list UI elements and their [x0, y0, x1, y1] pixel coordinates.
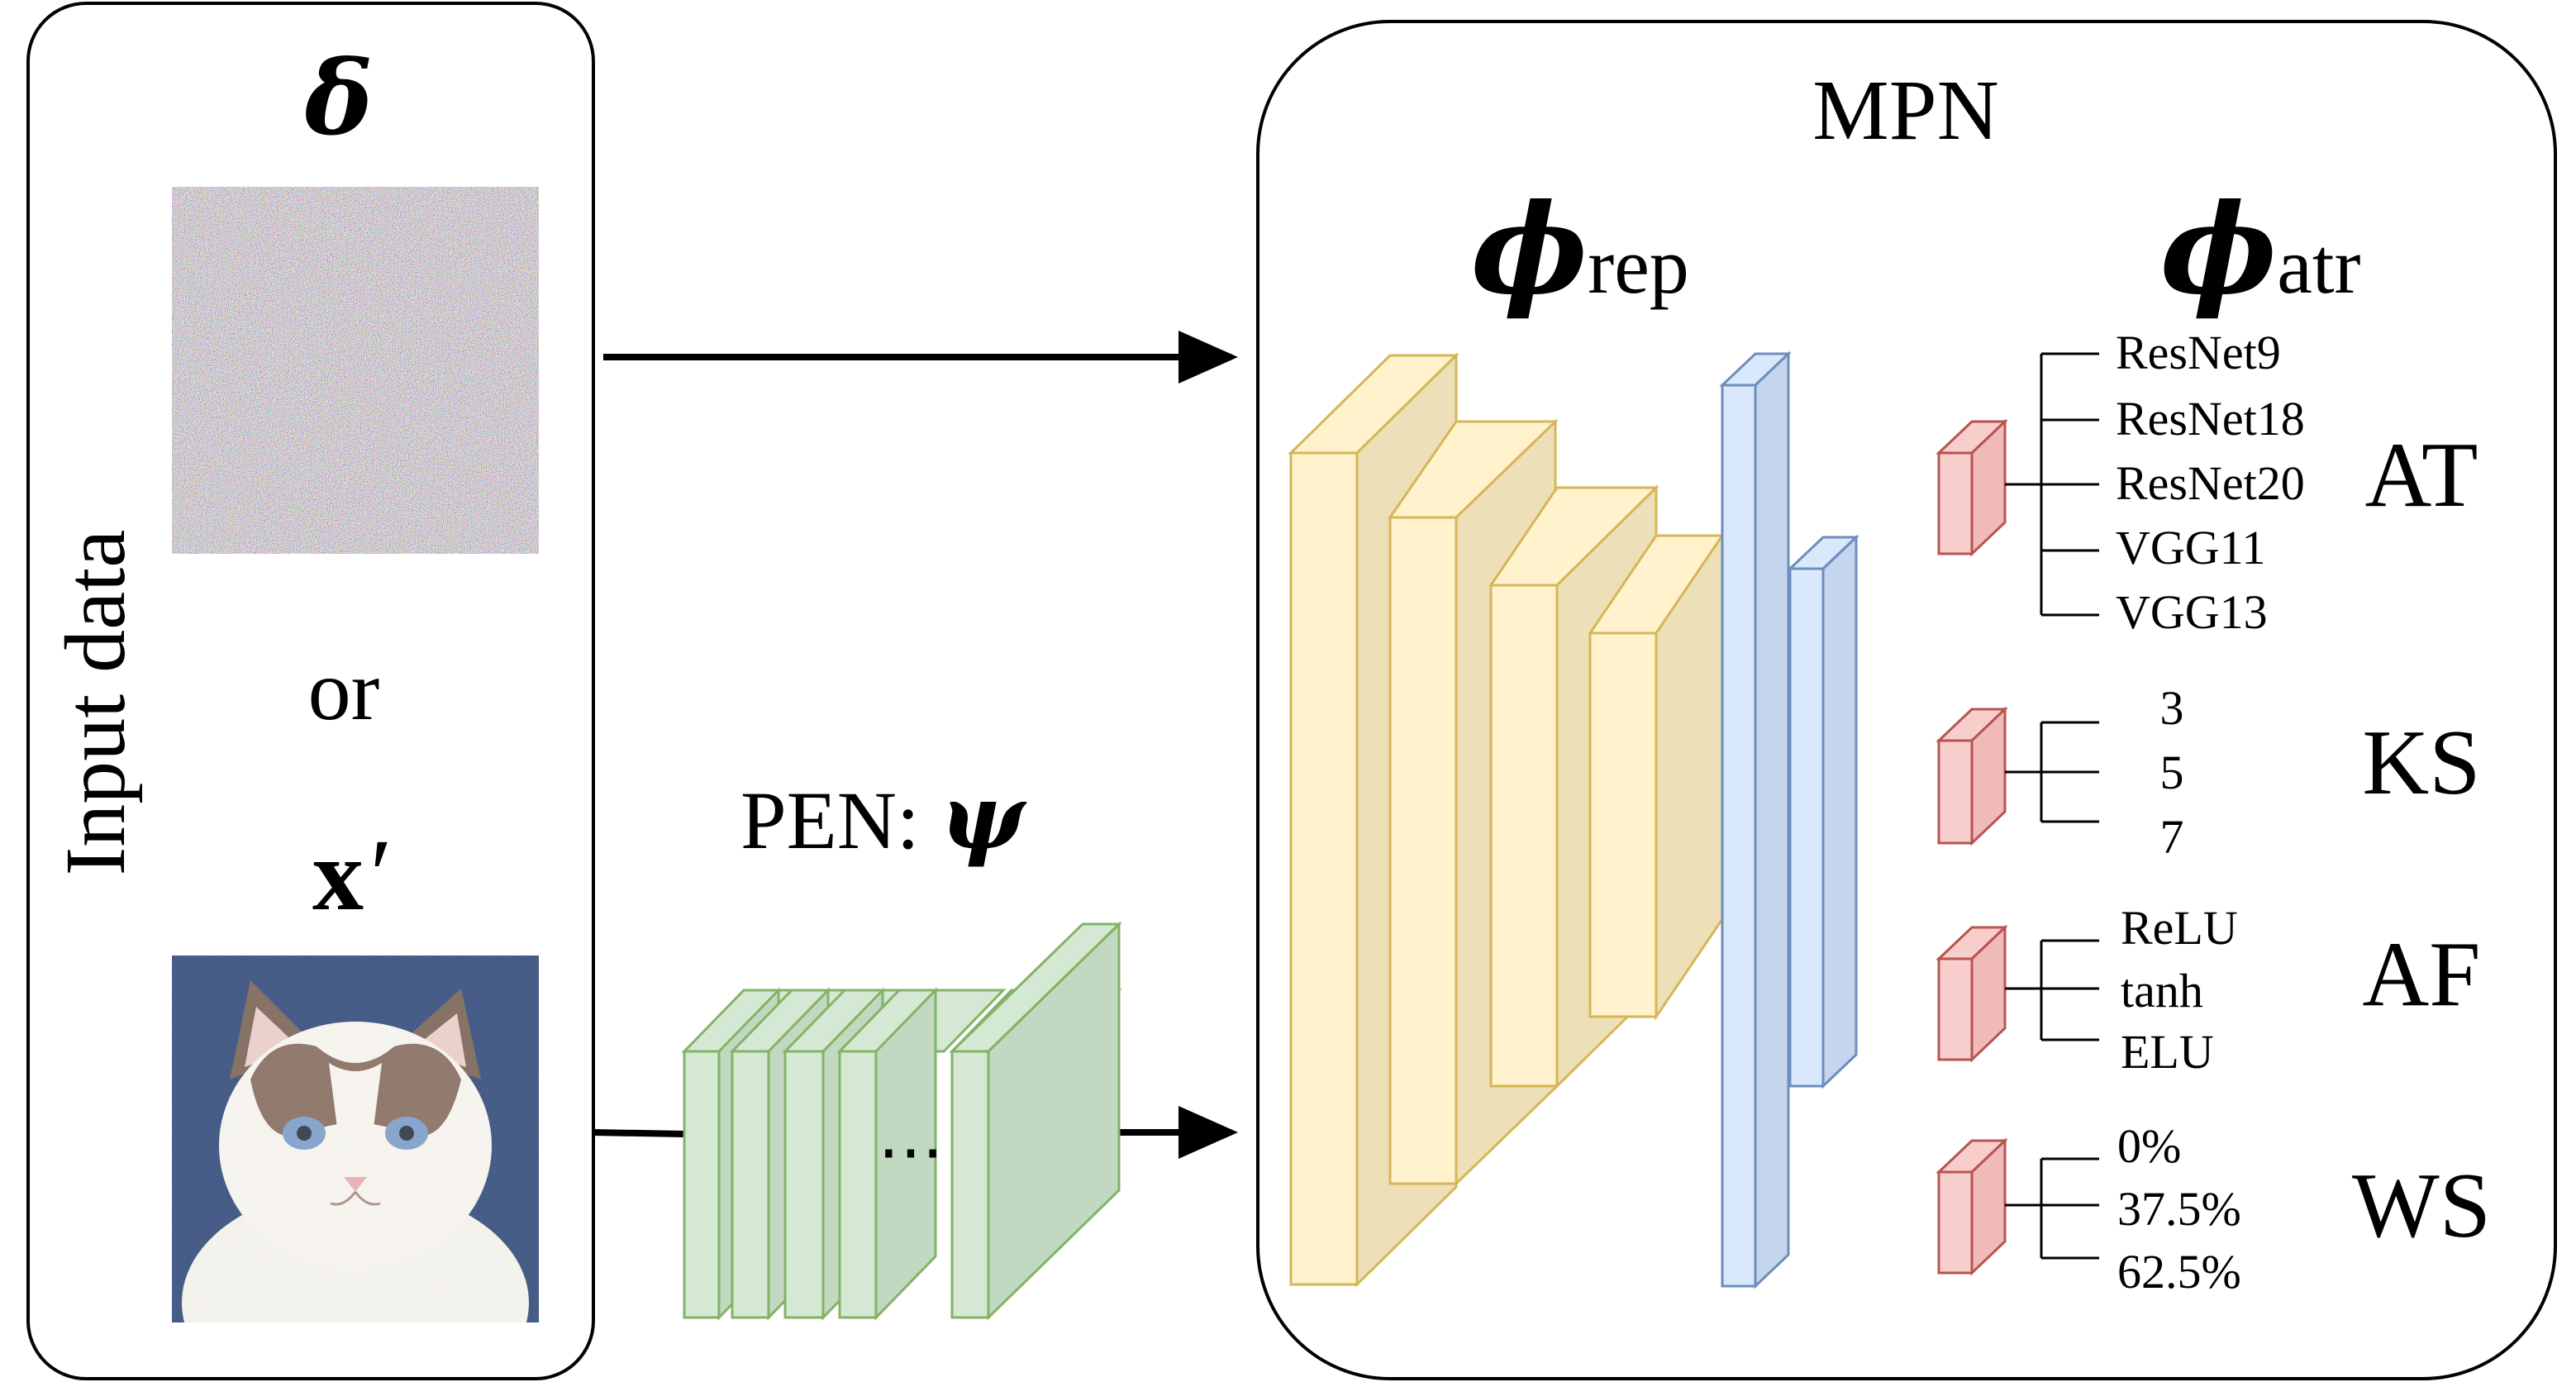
option-5: 5 [2160, 746, 2184, 799]
pen-layer-5 [949, 921, 1122, 1321]
phi-rep-blocks [1288, 352, 1725, 1288]
option-vgg11: VGG11 [2116, 521, 2266, 574]
option-vgg13: VGG13 [2116, 585, 2268, 639]
option-elu: ELU [2121, 1025, 2214, 1079]
fc-layer-2 [1787, 534, 1859, 1089]
option-resnet20: ResNet20 [2116, 456, 2305, 510]
phi-rep-subscript: rep [1588, 222, 1689, 310]
phi-atr-label: ϕatr [2160, 177, 2361, 322]
phi-rep-label: ϕrep [1471, 177, 1689, 322]
head-block [1936, 418, 2008, 557]
option-resnet18: ResNet18 [2116, 392, 2305, 446]
rep-layer-4 [1588, 531, 1725, 1021]
fc-layer-1 [1719, 350, 1792, 1289]
phi-atr-symbol: ϕ [2160, 177, 2277, 322]
perturbation-noise-image [172, 187, 539, 554]
branch-lines [2005, 939, 2099, 1041]
branch-lines [2005, 352, 2099, 617]
head-abbr-ks: KS [2362, 712, 2480, 814]
cat-image [172, 955, 539, 1322]
delta-symbol: δ [304, 39, 374, 159]
head-abbr-ws: WS [2352, 1155, 2491, 1257]
option-tanh: tanh [2121, 964, 2203, 1017]
phi-rep-fc-blocks [1719, 350, 1859, 1289]
pen-text: PEN: [740, 774, 940, 866]
head-block [1936, 924, 2008, 1063]
attribute-head-af: ReLU tanh ELU AF [1936, 901, 2481, 1079]
option-relu: ReLU [2121, 901, 2238, 955]
input-data-label: Input data [48, 530, 143, 876]
option-0pct: 0% [2117, 1119, 2181, 1173]
head-block [1936, 1137, 2008, 1276]
attribute-head-ks: 3 5 7 KS [1936, 681, 2481, 864]
attribute-head-ws: 0% 37.5% 62.5% WS [1936, 1119, 2491, 1299]
attribute-head-at: ResNet9 ResNet18 ResNet20 VGG11 VGG13 AT [1936, 326, 2478, 639]
psi-symbol: ψ [940, 765, 1027, 870]
x-symbol: x [312, 818, 364, 932]
branch-lines [2005, 1157, 2099, 1260]
option-resnet9: ResNet9 [2116, 326, 2281, 379]
pen-layer-4 [836, 987, 1007, 1321]
head-abbr-af: AF [2362, 923, 2480, 1026]
x-to-pen-line [593, 1129, 685, 1137]
phi-rep-symbol: ϕ [1471, 177, 1588, 322]
head-block [1936, 706, 2008, 846]
head-abbr-at: AT [2365, 424, 2478, 527]
pen-label: PEN: ψ [740, 765, 1027, 870]
option-3: 3 [2160, 681, 2184, 735]
pen-ellipsis: ⋯ [878, 1116, 944, 1189]
prime-mark: ′ [364, 818, 388, 932]
mpn-title: MPN [1812, 63, 1998, 158]
branch-lines [2005, 721, 2099, 823]
pen-blocks: ⋯ [681, 921, 1122, 1321]
or-label: or [308, 643, 380, 738]
option-37-5pct: 37.5% [2117, 1182, 2241, 1236]
option-62-5pct: 62.5% [2117, 1245, 2241, 1299]
option-7: 7 [2160, 810, 2184, 864]
phi-atr-subscript: atr [2277, 222, 2360, 310]
x-prime-symbol: x′ [312, 818, 388, 932]
